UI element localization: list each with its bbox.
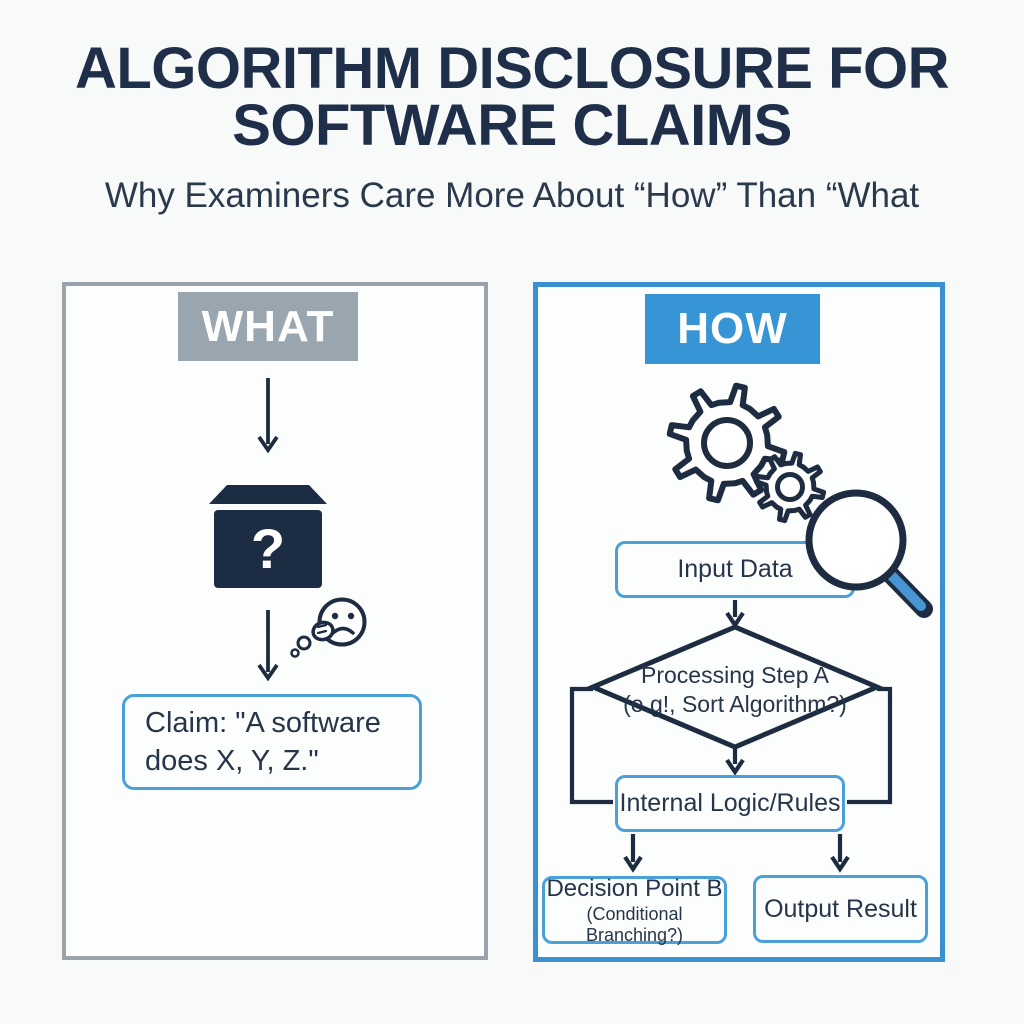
page-title: ALGORITHM DISCLOSURE FOR SOFTWARE CLAIMS [0, 36, 1024, 158]
what-panel: WHAT ? Claim: "A software does X, Y, Z." [62, 282, 488, 960]
output-result-box: Output Result [753, 875, 928, 943]
input-data-label: Input Data [677, 555, 793, 584]
diamond-label: Processing Step A (e.g!, Sort Algorithm?… [595, 661, 875, 719]
flow-connectors [569, 600, 893, 873]
diamond-label-line1: Processing Step A [641, 662, 829, 688]
page-header: ALGORITHM DISCLOSURE FOR SOFTWARE CLAIMS… [0, 40, 1024, 216]
page-title-line2: SOFTWARE CLAIMS [232, 93, 792, 158]
internal-logic-box: Internal Logic/Rules [615, 775, 845, 832]
claim-box: Claim: "A software does X, Y, Z." [122, 694, 422, 790]
decision-point-box: Decision Point B (Conditional Branching?… [542, 874, 727, 945]
how-panel: HOW Input Data [533, 282, 945, 962]
page-subtitle: Why Examiners Care More About “How” Than… [104, 176, 920, 215]
how-header: HOW [645, 294, 820, 364]
mystery-box-icon: ? [209, 485, 327, 588]
diamond-label-line2: (e.g!, Sort Algorithm?) [623, 690, 847, 717]
claim-text-line1: Claim: "A software [145, 706, 381, 739]
down-arrow-icon [257, 610, 279, 682]
claim-text-line2: does X, Y, Z." [145, 745, 319, 777]
decision-point-line2: (Conditional Branching?) [585, 904, 684, 945]
page-title-line1: ALGORITHM DISCLOSURE FOR [74, 36, 950, 101]
what-header: WHAT [178, 292, 358, 361]
output-result-label: Output Result [764, 894, 917, 923]
thinking-face-icon [290, 597, 367, 658]
decision-point-line1: Decision Point B [546, 874, 723, 902]
down-arrow-icon [257, 378, 279, 454]
question-mark: ? [251, 517, 285, 580]
input-data-box: Input Data [615, 541, 855, 598]
internal-logic-label: Internal Logic/Rules [619, 789, 841, 818]
